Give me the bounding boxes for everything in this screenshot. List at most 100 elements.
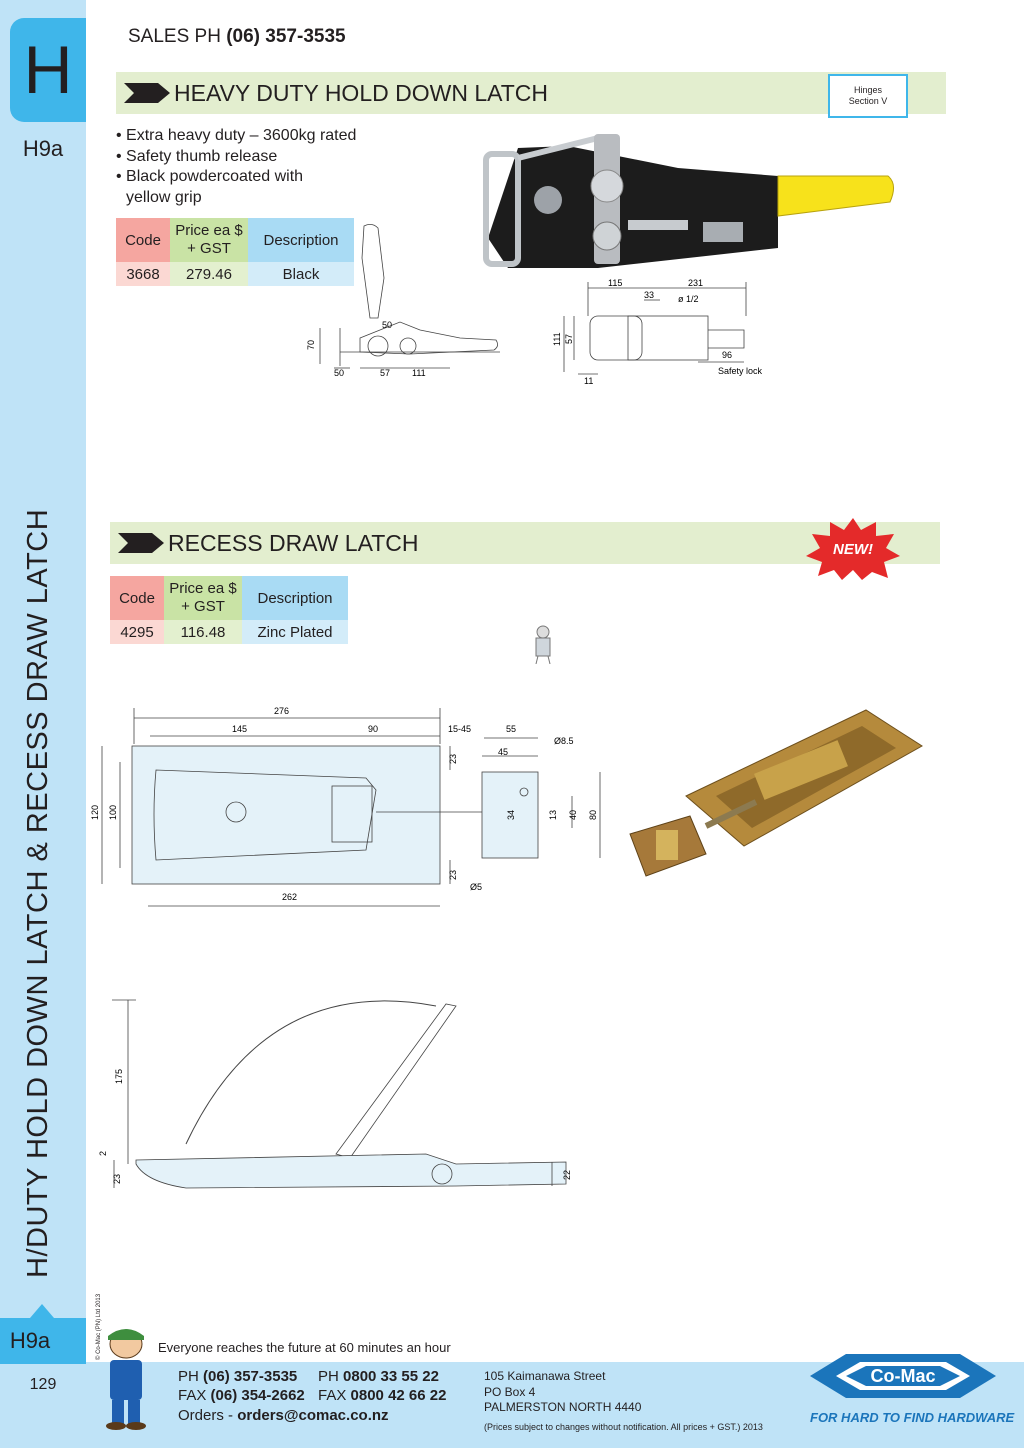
new-burst-badge: NEW! [806,518,900,580]
price-table-holddown: Code Price ea $ + GST Description 3668 2… [116,218,354,286]
section-heading-bar-holddown: HEAVY DUTY HOLD DOWN LATCH [116,72,946,114]
section-letter: H [23,32,73,108]
phone-label: PH [178,1368,199,1385]
dim-label: 120 [90,805,100,820]
fax-label: FAX [178,1387,207,1404]
recess-plan-drawing: 276 145 90 15-45 55 45 Ø8.5 23 120 100 3… [90,706,601,907]
phone-number: (06) 357-3535 [203,1368,298,1385]
dim-label: 23 [448,754,458,764]
dim-label: 13 [548,810,558,820]
freefax-number: 0800 42 66 22 [350,1387,447,1404]
footer-tab-arrow [30,1304,54,1318]
dim-label: 90 [368,724,378,734]
orders-email-link[interactable]: orders@comac.co.nz [237,1407,389,1424]
dim-label: 231 [688,278,703,288]
orders-label: Orders - [178,1407,234,1424]
feature-list: • Extra heavy duty – 3600kg rated • Safe… [116,126,356,208]
dim-label: 23 [448,870,458,880]
sales-phone: (06) 357-3535 [226,26,346,47]
dim-label: 145 [232,724,247,734]
phone-label: PH [318,1368,339,1385]
fax-label: FAX [318,1387,347,1404]
comac-logo: Co-Mac [810,1354,996,1398]
cell-description: Black [248,262,354,286]
holddown-latch-photo [483,134,894,268]
badge-line2: Section V [848,96,888,106]
dim-label: 2 [98,1151,108,1156]
cell-code: 4295 [110,620,164,644]
sales-phone-line: SALES PH (06) 357-3535 [128,26,346,48]
dim-label: 80 [588,810,598,820]
footer-orders-line: Orders - orders@comac.co.nz [178,1407,389,1424]
dim-label: 34 [506,810,516,820]
slogan: Everyone reaches the future at 60 minute… [158,1340,451,1355]
dim-label: 96 [722,350,732,360]
mascot-handyman-icon [106,1329,146,1430]
footer-fax-line: FAX (06) 354-2662 [178,1387,305,1404]
footer-freefax-line: FAX 0800 42 66 22 [318,1387,446,1404]
section-title-holddown: HEAVY DUTY HOLD DOWN LATCH [174,80,549,106]
feature-item: • Safety thumb release [116,147,278,165]
dim-label: 15-45 [448,724,471,734]
dim-label: Ø8.5 [554,736,574,746]
dim-label: 22 [562,1170,572,1180]
recess-side-drawing: 175 2 23 22 [98,999,572,1189]
address-line: 105 Kaimanawa Street [484,1369,606,1383]
section-title-recess: RECESS DRAW LATCH [168,530,419,556]
dim-label: ø 1/2 [678,294,699,304]
dim-label: 50 [334,368,344,378]
dim-label: 115 [608,278,622,288]
feature-item: • Black powdercoated with [116,168,304,185]
hinges-section-badge[interactable]: Hinges Section V [828,74,908,118]
brand-tagline: FOR HARD TO FIND HARDWARE [810,1410,1015,1425]
dim-label: 175 [114,1069,124,1084]
cell-code: 3668 [116,262,170,286]
footer-tab [0,1318,86,1364]
fax-number: (06) 354-2662 [210,1387,305,1404]
address-line: PO Box 4 [484,1384,536,1399]
address-block: 105 Kaimanawa Street PO Box 4 PALMERSTON… [484,1369,641,1416]
feature-item: • Extra heavy duty – 3600kg rated [116,127,357,144]
holddown-top-drawing: 115 231 33 ø 1/2 111 57 96 11 Safety loc… [552,278,763,386]
arrow-icon [124,83,170,103]
badge-line1: Hinges [853,85,882,95]
holddown-side-drawing: 70 50 50 57 111 [306,224,500,378]
header-code: Code [110,576,164,620]
dim-label: 276 [274,706,289,716]
dim-label: 57 [380,368,390,378]
arrow-icon [118,533,164,553]
header-description: Description [248,218,354,262]
feature-item: yellow grip [126,188,202,206]
footer-freephone-line: PH 0800 33 55 22 [318,1368,439,1385]
section-heading-bar-recess: RECESS DRAW LATCH [110,522,940,564]
tab-code: H9a [22,136,64,161]
price-note: (Prices subject to changes without notif… [484,1422,763,1432]
cell-price: 116.48 [164,620,242,644]
freephone-number: 0800 33 55 22 [343,1368,439,1385]
header-price: Price ea $ + GST [164,576,242,620]
brand-name: Co-Mac [870,1366,935,1386]
dim-label: 40 [568,810,578,820]
safety-lock-label: Safety lock [718,366,763,376]
vertical-page-title: H/DUTY HOLD DOWN LATCH & RECESS DRAW LAT… [22,508,54,1278]
recess-latch-photo [629,709,923,877]
dim-label: 262 [282,892,297,902]
dim-label: 57 [564,334,574,344]
new-label: NEW! [833,541,873,558]
mascot-small-icon [535,625,551,664]
dim-label: 55 [506,724,516,734]
dim-label: 111 [552,332,562,346]
dim-label: 50 [382,320,392,330]
cell-price: 279.46 [170,262,248,286]
dim-label: 100 [108,805,118,820]
dim-label: 33 [644,290,654,300]
price-table-recess: Code Price ea $ + GST Description 4295 1… [110,576,348,644]
dim-label: 45 [498,747,508,757]
dim-label: 23 [112,1174,122,1184]
address-line: PALMERSTON NORTH 4440 [484,1400,642,1414]
header-code: Code [116,218,170,262]
section-letter-tab [10,18,86,122]
header-description: Description [242,576,348,620]
sidebar [0,0,86,1448]
header-price: Price ea $ + GST [170,218,248,262]
